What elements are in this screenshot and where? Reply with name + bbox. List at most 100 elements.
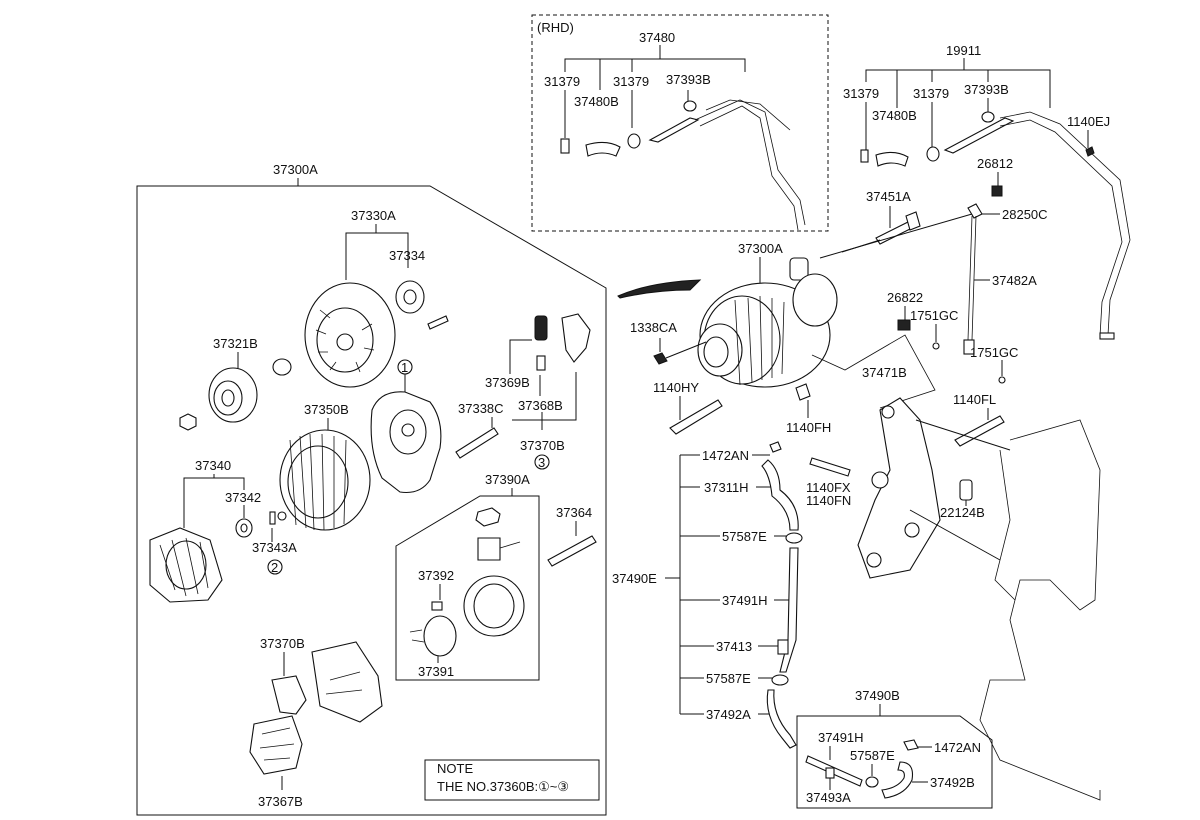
- callout-37491H-b: 37491H: [818, 730, 864, 745]
- box-37490B: 37490B 37491H 57587E 1472AN 37492B 37493…: [796, 688, 993, 809]
- rectifier-37367B: [249, 715, 303, 775]
- bolt-1140FL: [954, 415, 1005, 447]
- callout-1140FX: 1140FX: [806, 480, 851, 495]
- regulator: [561, 313, 591, 363]
- callout-31379-a: 31379: [843, 86, 879, 101]
- callout-1140FL: 1140FL: [953, 392, 996, 407]
- bracket-37471B: [857, 397, 941, 579]
- hose-37311H: [761, 459, 799, 531]
- callout-37491H-a: 37491H: [722, 593, 768, 608]
- callout-31379-rhd-a: 31379: [544, 74, 580, 89]
- callout-57587E-b: 57587E: [706, 671, 751, 686]
- callout-22124B: 22124B: [940, 505, 985, 520]
- note-box: [424, 759, 600, 801]
- bolt-37364: [547, 535, 597, 567]
- rhd-label: (RHD): [537, 20, 574, 35]
- callout-37364: 37364: [556, 505, 592, 520]
- callout-1751GC-b: 1751GC: [970, 345, 1018, 360]
- hose-37480B-rhd: [585, 141, 621, 157]
- callout-37330A: 37330A: [351, 208, 396, 223]
- assembly-arrow: [617, 279, 702, 299]
- callout-57587E-c: 57587E: [850, 748, 895, 763]
- callout-1140FN: 1140FN: [806, 493, 851, 508]
- alternator-assembly: [697, 257, 838, 388]
- vacuum-pipe-main: [999, 111, 1131, 336]
- vacuum-pipe-rhd: [694, 99, 806, 226]
- callout-26822: 26822: [887, 290, 923, 305]
- callout-37311H: 37311H: [704, 480, 749, 495]
- clamp-57587E-a: [785, 532, 803, 544]
- cap-37393B: [981, 111, 995, 123]
- callout-37480-rhd: 37480: [639, 30, 675, 45]
- callout-37390A: 37390A: [485, 472, 530, 487]
- callout-1140FH: 1140FH: [786, 420, 831, 435]
- callout-37480B: 37480B: [872, 108, 917, 123]
- callout-37343A: 37343A: [252, 540, 297, 555]
- callout-37451A: 37451A: [866, 189, 911, 204]
- callout-37338C: 37338C: [458, 401, 504, 416]
- callout-37369B: 37369B: [485, 375, 530, 390]
- callout-31379-b: 31379: [913, 86, 949, 101]
- rhd-box: [531, 14, 829, 232]
- screw-front: [427, 315, 449, 330]
- clamp-57587E-c: [865, 776, 879, 788]
- rhd-group: (RHD) 37480 31379 31379 37480B 37393B: [531, 14, 829, 232]
- callout-37334: 37334: [389, 248, 425, 263]
- bolt-1140FH: [795, 383, 811, 401]
- callout-37321B: 37321B: [213, 336, 258, 351]
- note-text: THE NO.37360B:①~③: [437, 779, 569, 794]
- clamp-1472AN: [769, 441, 782, 453]
- callout-37492B: 37492B: [930, 775, 975, 790]
- bolt-26822: [897, 319, 911, 331]
- bolt-26812: [991, 185, 1003, 197]
- callout-37370B-b: 37370B: [260, 636, 305, 651]
- callout-37490B: 37490B: [855, 688, 900, 703]
- nut-1338CA: [653, 352, 668, 365]
- cap-37393B-rhd: [683, 100, 697, 112]
- callout-26812: 26812: [977, 156, 1013, 171]
- nut: [179, 413, 197, 431]
- vane-37392: [431, 601, 443, 611]
- vacuum-pump-outlet: [789, 257, 809, 281]
- callout-19911: 19911: [946, 43, 981, 58]
- rear-cover: [311, 641, 383, 723]
- clamp-31379-a: [860, 149, 869, 163]
- callout-1472AN-b: 1472AN: [934, 740, 981, 755]
- ring-37343A: [269, 511, 276, 525]
- tube-37482A: [967, 215, 977, 341]
- callout-1140HY: 1140HY: [653, 380, 699, 395]
- callout-37393B: 37393B: [964, 82, 1009, 97]
- bolt-1140EJ: [1085, 146, 1095, 157]
- bolt-37338C: [455, 427, 499, 459]
- vacuum-pump-box: [395, 495, 540, 681]
- callout-37350B: 37350B: [304, 402, 349, 417]
- spacer: [272, 358, 292, 376]
- ref-circle-2-label: 2: [271, 560, 278, 575]
- callout-37367B: 37367B: [258, 794, 303, 809]
- callout-37300A-main: 37300A: [738, 241, 783, 256]
- alternator-mount-group: 37300A 37451A 26812 28250C 37482A 26822: [617, 156, 1101, 801]
- ref-circle-3: [534, 454, 550, 470]
- callout-1140EJ: 1140EJ: [1067, 114, 1110, 129]
- callout-37392: 37392: [418, 568, 454, 583]
- regulator-37370B: [271, 675, 307, 715]
- clamp-57587E-b: [771, 674, 789, 686]
- hose-37492B: [881, 761, 914, 799]
- engine-outline: [979, 419, 1101, 801]
- ref-circle-3-label: 3: [538, 455, 545, 470]
- pipe-segment-rhd: [648, 117, 700, 143]
- callout-57587E-a: 57587E: [722, 529, 767, 544]
- bolt-1140FX: [809, 457, 851, 477]
- callout-28250C: 28250C: [1002, 207, 1048, 222]
- fitting-body: [477, 537, 501, 561]
- callout-1338CA: 1338CA: [630, 320, 677, 335]
- exploded-box: [136, 185, 607, 816]
- fitting-37493A: [825, 767, 835, 779]
- ref-circle-1-label: 1: [401, 360, 408, 375]
- callout-37368B: 37368B: [518, 398, 563, 413]
- brush-37368B: [536, 355, 546, 371]
- callout-37492A: 37492A: [706, 707, 751, 722]
- callout-31379-rhd-b: 31379: [613, 74, 649, 89]
